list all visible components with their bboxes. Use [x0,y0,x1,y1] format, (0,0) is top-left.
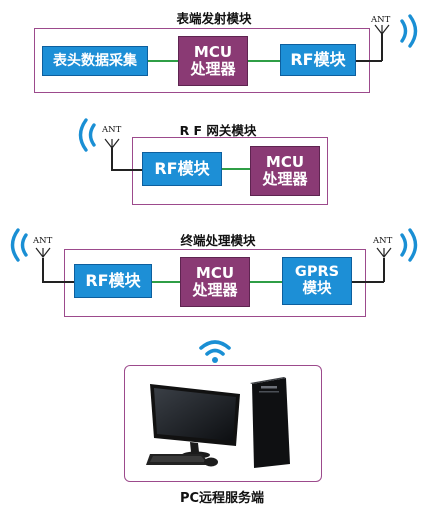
processor-label: 处理器 [190,60,236,78]
gprs-label: GPRS [294,264,340,281]
transmitter-title: 表端发射模块 [176,11,252,26]
ant-label: ANT [33,236,53,246]
server-caption: PC远程服务端 [179,491,265,506]
mcu-label: MCU [265,152,305,171]
antenna-icon [35,247,51,258]
antenna-wire [42,281,74,283]
link-line [222,168,250,170]
wifi-icon [199,340,231,363]
antenna-wire [381,33,383,61]
wireless-signal-icon [78,118,96,152]
antenna-icon [374,24,390,35]
antenna-wire [111,169,142,171]
link-line [250,281,282,283]
gateway-title: R F 网关模块 [179,123,257,138]
antenna-wire [42,258,44,282]
ant-label: ANT [371,15,391,25]
mcu-label: MCU [195,263,235,282]
module-label: 模块 [302,281,332,297]
antenna-wire [383,258,385,282]
processor-label: 处理器 [192,281,238,299]
antenna-wire [356,60,382,62]
terminal-title: 终端处理模块 [180,233,256,248]
antenna-icon [104,138,120,149]
antenna-wire [111,148,113,170]
link-line [148,60,178,62]
mouse-icon [204,457,218,467]
rf-module-box: RF模块 [142,152,222,186]
wireless-signal-icon [400,14,418,48]
rf-module-box: RF模块 [74,264,152,298]
processor-label: 处理器 [262,170,308,188]
mcu-label: MCU [193,42,233,61]
link-line [152,281,180,283]
ant-label: ANT [373,236,393,246]
wireless-signal-icon [10,228,28,262]
antenna-icon [376,247,392,258]
ant-label: ANT [102,125,122,135]
antenna-wire [352,281,384,283]
link-line [248,60,280,62]
pc-tower-icon [250,377,290,468]
meter-data-collection-box: 表头数据采集 [42,46,148,76]
wireless-signal-icon [400,228,418,262]
rf-module-box: RF模块 [280,44,356,76]
keyboard-icon [146,454,210,465]
